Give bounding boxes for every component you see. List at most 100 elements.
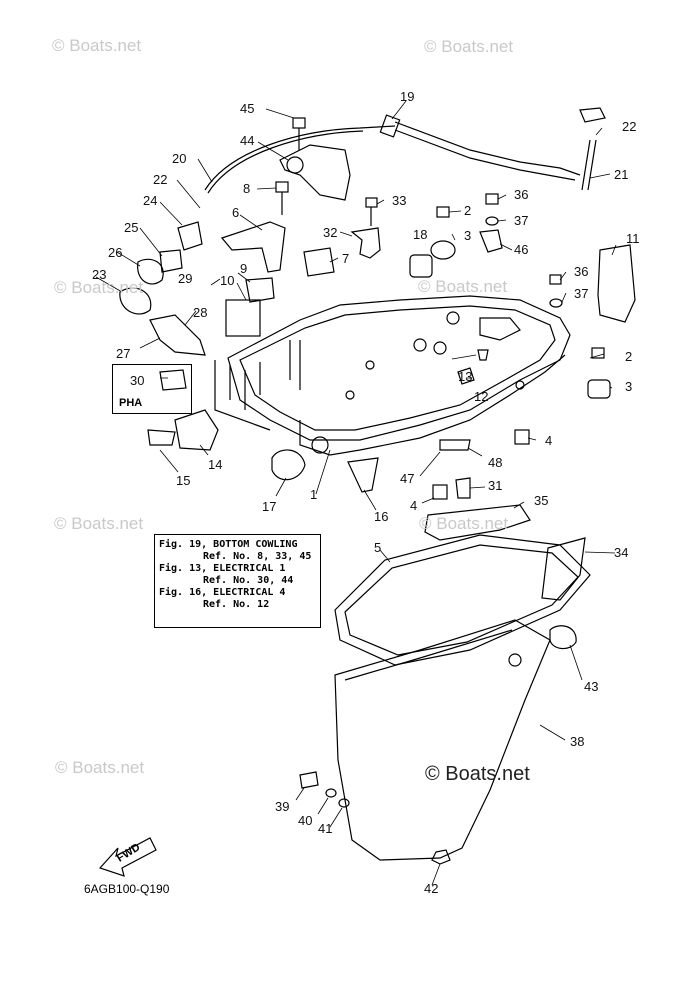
bottom-cowling-tray	[214, 295, 571, 456]
bolt-13	[477, 349, 489, 361]
bracket-44	[279, 144, 351, 201]
callout-11: 11	[626, 231, 640, 246]
callout-6: 6	[232, 205, 240, 220]
clip-32	[350, 227, 381, 259]
callout-42: 42	[424, 881, 439, 896]
washer-41	[338, 798, 350, 808]
callout-37: 37	[514, 213, 529, 228]
watermark: © Boats.net	[419, 514, 509, 533]
part-26	[137, 258, 164, 285]
reference-line: Fig. 13, ELECTRICAL 1	[159, 563, 286, 574]
part-31	[455, 477, 471, 499]
bolt-2-top	[436, 206, 450, 218]
callout-37: 37	[574, 286, 589, 301]
callout-12: 12	[474, 389, 489, 404]
bracket-34	[541, 537, 586, 601]
callout-9: 9	[240, 261, 248, 276]
callout-36: 36	[574, 264, 589, 279]
callout-48: 48	[488, 455, 503, 470]
bracket-27	[149, 314, 206, 356]
fwd-arrow	[98, 837, 157, 877]
washer-40	[325, 788, 337, 798]
callout-2: 2	[464, 203, 472, 218]
watermark: © Boats.net	[54, 278, 144, 297]
callout-1: 1	[310, 487, 318, 502]
clamp-15	[147, 429, 176, 446]
callout-27: 27	[116, 346, 131, 361]
pha-label: PHA	[119, 397, 143, 409]
gear-24	[177, 221, 203, 251]
callout-3: 3	[625, 379, 633, 394]
grommet-7	[303, 247, 335, 277]
bracket-35	[424, 504, 531, 541]
reference-line: Ref. No. 8, 33, 45	[203, 551, 312, 562]
callout-46: 46	[514, 242, 529, 257]
reference-line: Ref. No. 12	[203, 599, 270, 610]
relay-10	[225, 299, 261, 337]
callout-43: 43	[584, 679, 599, 694]
bolt-39	[299, 771, 319, 789]
callout-4: 4	[410, 498, 418, 513]
callout-5: 5	[374, 540, 382, 555]
part-46	[479, 229, 503, 253]
cable-assembly	[204, 107, 606, 194]
callout-22: 22	[153, 172, 168, 187]
grommet-3-top	[430, 240, 456, 260]
watermark: © Boats.net	[54, 514, 144, 533]
callout-31: 31	[488, 478, 503, 493]
grommet-43	[549, 625, 577, 650]
nut-42	[431, 849, 451, 865]
callout-44: 44	[240, 133, 255, 148]
callout-28: 28	[193, 305, 208, 320]
bracket-44-hole	[286, 156, 304, 174]
leader-lines	[95, 100, 617, 886]
callout-36: 36	[514, 187, 529, 202]
callout-8: 8	[243, 181, 251, 196]
watermark: © Boats.net	[418, 277, 508, 296]
callout-15: 15	[176, 473, 191, 488]
bolt-33	[365, 197, 378, 208]
callout-17: 17	[262, 499, 277, 514]
bottom-cowling-38	[334, 619, 551, 861]
callout-4: 4	[545, 433, 553, 448]
callout-47: 47	[400, 471, 415, 486]
bolt-36-top	[485, 193, 499, 205]
grommet-18	[409, 254, 433, 278]
reference-line: Fig. 16, ELECTRICAL 4	[159, 587, 286, 598]
callout-38: 38	[570, 734, 585, 749]
watermark: © Boats.net	[424, 37, 514, 56]
grommet-3-right	[587, 379, 611, 399]
callout-34: 34	[614, 545, 629, 560]
callout-30: 30	[130, 373, 145, 388]
callout-2: 2	[625, 349, 633, 364]
callout-18: 18	[413, 227, 428, 242]
callout-7: 7	[342, 251, 350, 266]
grommet-16	[347, 457, 379, 493]
callout-35: 35	[534, 493, 549, 508]
callout-14: 14	[208, 457, 223, 472]
washer-37-right	[549, 298, 563, 308]
part-23	[119, 287, 152, 315]
bolt-8	[275, 181, 289, 193]
callout-40: 40	[298, 813, 313, 828]
callout-32: 32	[323, 225, 338, 240]
callout-33: 33	[392, 193, 407, 208]
bolt-12	[457, 367, 475, 385]
bolt-36-right	[549, 274, 562, 285]
watermark: © Boats.net	[52, 36, 142, 55]
callout-13: 13	[458, 369, 473, 384]
watermark-large: © Boats.net	[425, 763, 530, 785]
part-30	[159, 369, 187, 391]
callout-41: 41	[318, 821, 333, 836]
callout-29: 29	[178, 271, 193, 286]
callout-16: 16	[374, 509, 389, 524]
callout-24: 24	[143, 193, 158, 208]
callout-20: 20	[172, 151, 187, 166]
reference-box: Fig. 19, BOTTOM COWLING Ref. No. 8, 33, …	[154, 534, 321, 628]
callout-39: 39	[275, 799, 290, 814]
gasket-5	[334, 534, 591, 666]
bolt-2-right	[591, 347, 605, 359]
callout-26: 26	[108, 245, 123, 260]
callout-23: 23	[92, 267, 107, 282]
